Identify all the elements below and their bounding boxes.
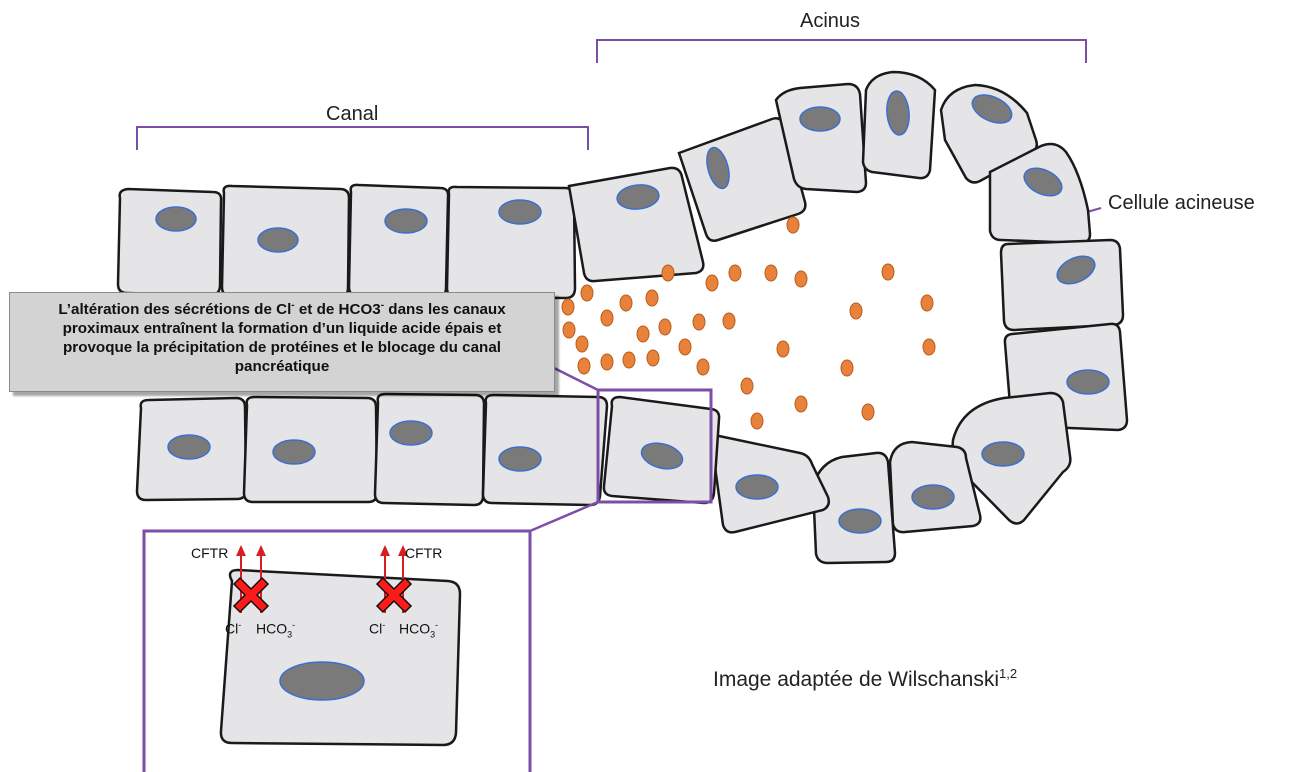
cftr-label-left: CFTR [191,545,228,561]
nucleus [912,485,954,509]
cftr-label-right: CFTR [405,545,442,561]
secretion-granule [662,265,674,281]
secretion-granule [576,336,588,352]
duct-upper-row [118,185,575,298]
secretion-granule [850,303,862,319]
credit-refs: 1,2 [999,666,1017,681]
callout-pointer [554,368,598,390]
nucleus [390,421,432,445]
secretion-granule [751,413,763,429]
secretion-granule [563,322,575,338]
secretion-granule [601,310,613,326]
secretion-granule [862,404,874,420]
duct-cell [137,398,246,500]
duct-cell-highlighted [604,397,719,503]
secretion-granule [706,275,718,291]
secretion-granule [659,319,671,335]
nucleus [1067,370,1109,394]
image-credit: Image adaptée de Wilschanski1,2 [713,666,1017,692]
duct-cell [483,395,607,505]
nucleus [499,447,541,471]
acinar-cell [863,72,935,178]
secretion-granule [647,350,659,366]
nucleus [156,207,196,231]
nucleus [982,442,1024,466]
secretion-granule [623,352,635,368]
secretion-granule [562,299,574,315]
secretion-granule [697,359,709,375]
acinus-bracket [597,40,1086,63]
cl-label-left: Cl- [225,620,241,637]
callout-line-1: L’altération des sécrétions de Cl- et de… [14,296,550,319]
secretion-granule [921,295,933,311]
nucleus [258,228,298,252]
secretion-granule [841,360,853,376]
secretion-granule [777,341,789,357]
nucleus [280,662,364,700]
secretion-granule [795,396,807,412]
hco3-label-left: HCO3- [256,620,295,639]
duct-cell [349,185,448,297]
cl-label-right: Cl- [369,620,385,637]
secretion-granule [620,295,632,311]
duct-cell [375,394,484,505]
secretion-granule [637,326,649,342]
secretion-granule [693,314,705,330]
secretion-granule [601,354,613,370]
secretion-granule [723,313,735,329]
acinus-label: Acinus [800,10,860,33]
nucleus [736,475,778,499]
nucleus [499,200,541,224]
nucleus [800,107,840,131]
credit-text: Image adaptée de Wilschanski [713,668,999,691]
callout-line-4: pancréatique [14,357,550,376]
duct-cell [447,187,575,298]
duct-cell [244,397,377,502]
callout-line-2: proximaux entraînent la formation d’un l… [14,319,550,338]
acinar-cell [1001,240,1123,330]
nucleus [839,509,881,533]
callout-line-3: provoque la précipitation de protéines e… [14,338,550,357]
duct-cell [118,189,221,295]
secretion-granule [765,265,777,281]
nucleus [168,435,210,459]
acinar-cell [712,436,829,532]
secretion-granule [578,358,590,374]
secretion-granule [679,339,691,355]
secretion-granule [795,271,807,287]
secretion-granule [923,339,935,355]
secretion-granule [581,285,593,301]
secretion-granule [729,265,741,281]
zoom-connector [530,502,598,531]
canal-label: Canal [326,103,378,126]
duct-lower-row [137,394,719,505]
secretion-granule [787,217,799,233]
secretion-granule [882,264,894,280]
nucleus [273,440,315,464]
cellule-acineuse-label: Cellule acineuse [1108,192,1255,215]
acinar-cell [569,168,703,281]
callout-box: L’altération des sécrétions de Cl- et de… [9,292,555,392]
canal-bracket [137,127,588,150]
acinar-cell [890,442,980,532]
nucleus [385,209,427,233]
duct-cell [222,186,349,297]
secretion-granule [646,290,658,306]
hco3-label-right: HCO3- [399,620,438,639]
secretion-granule [741,378,753,394]
